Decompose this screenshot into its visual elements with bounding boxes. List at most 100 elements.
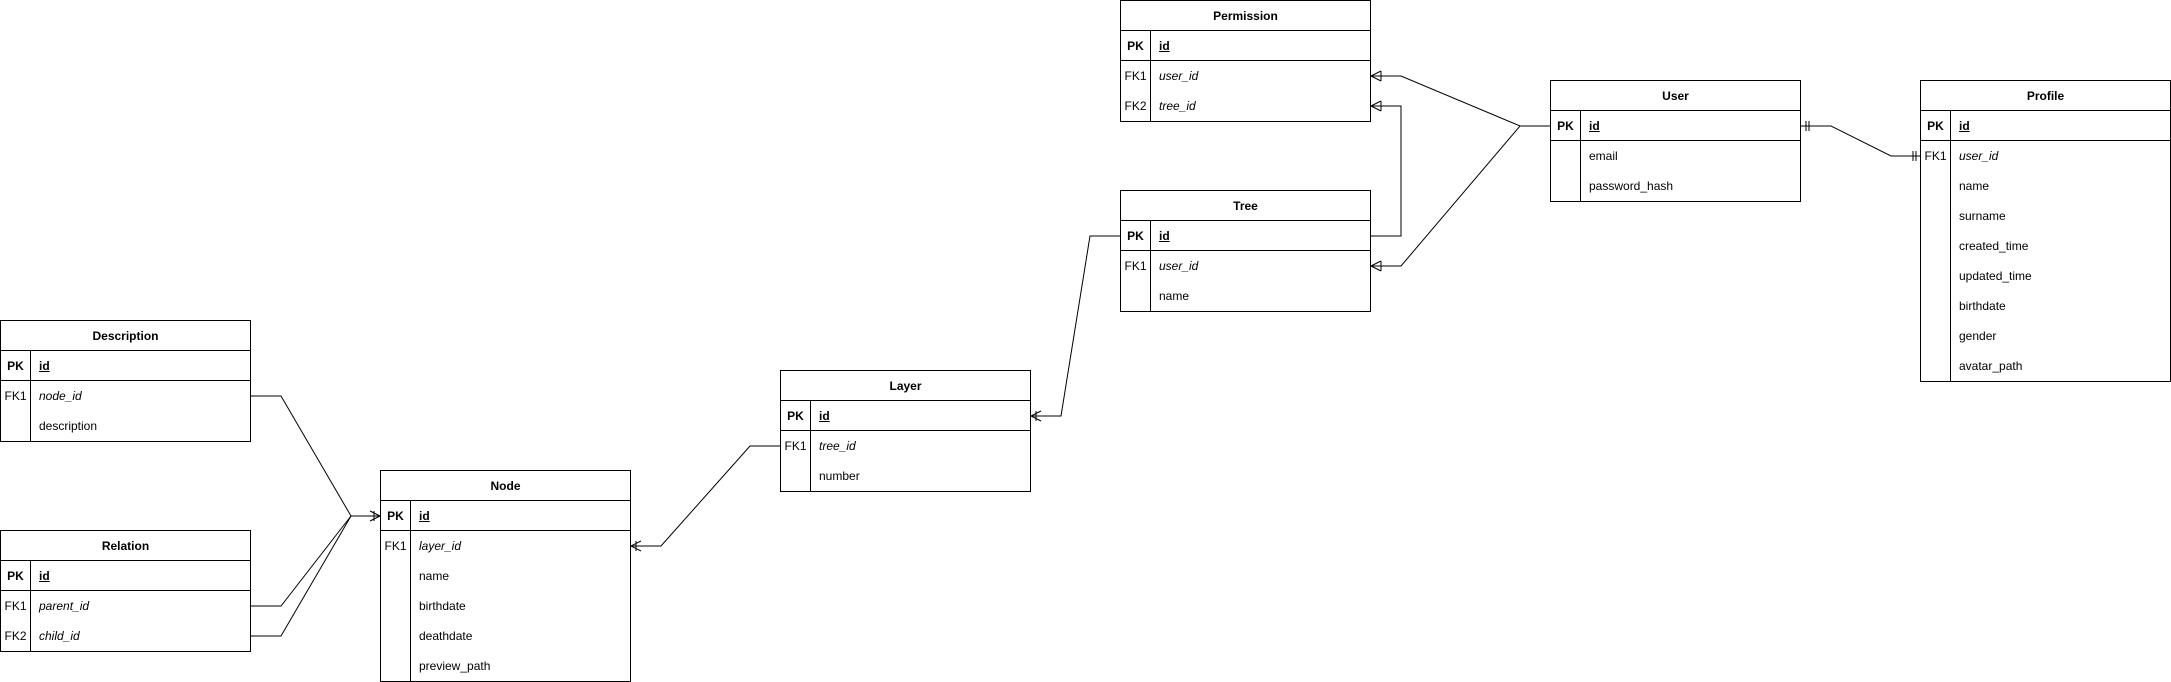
key-label: FK1 xyxy=(781,431,811,461)
key-label xyxy=(1921,201,1951,231)
key-label: FK1 xyxy=(381,531,411,561)
attribute-name: tree_id xyxy=(819,439,856,453)
entity-title: Permission xyxy=(1121,1,1370,31)
attribute-name: password_hash xyxy=(1589,179,1674,193)
attribute-row[interactable]: avatar_path xyxy=(1921,351,2170,381)
attribute-row[interactable]: name xyxy=(1921,171,2170,201)
connector-relation-parent-node[interactable] xyxy=(251,515,352,607)
entity-title: Layer xyxy=(781,371,1030,401)
attribute-row[interactable]: surname xyxy=(1921,201,2170,231)
attribute-row[interactable]: number xyxy=(781,461,1030,491)
attribute-name: id xyxy=(39,569,50,583)
attribute-row[interactable]: created_time xyxy=(1921,231,2170,261)
entity-node[interactable]: Node PK id FK1 layer_id name birthdate dea… xyxy=(380,470,631,682)
attribute-name: id xyxy=(419,509,430,523)
attribute-row[interactable]: FK1 layer_id xyxy=(381,531,630,561)
entity-layer[interactable]: Layer PK id FK1 tree_id number xyxy=(780,370,1031,492)
connector-tree-permission[interactable] xyxy=(1370,100,1402,237)
attribute-row[interactable]: password_hash xyxy=(1551,171,1800,201)
attribute-row[interactable]: FK1 user_id xyxy=(1921,141,2170,171)
key-label: FK1 xyxy=(1,591,31,621)
attribute-name: created_time xyxy=(1959,239,2029,253)
key-label: FK1 xyxy=(1,381,31,411)
attribute-name: avatar_path xyxy=(1959,359,2023,373)
attribute-name: description xyxy=(39,419,98,433)
attribute-name: layer_id xyxy=(419,539,462,553)
attribute-row[interactable]: PK id xyxy=(381,501,630,531)
attribute-name: deathdate xyxy=(419,629,473,643)
attribute-row[interactable]: PK id xyxy=(1921,111,2170,141)
entity-title: Relation xyxy=(1,531,250,561)
attribute-name: id xyxy=(819,409,830,423)
key-label: PK xyxy=(781,401,811,430)
key-label xyxy=(381,561,411,591)
key-label: PK xyxy=(381,501,411,530)
connector-user-permission[interactable] xyxy=(1370,70,1550,127)
attribute-name: id xyxy=(1159,39,1170,53)
key-label: PK xyxy=(1921,111,1951,140)
attribute-row[interactable]: PK id xyxy=(781,401,1030,431)
key-label: PK xyxy=(1,561,31,590)
key-label xyxy=(781,461,811,491)
attribute-name: updated_time xyxy=(1959,269,2032,283)
attribute-name: id xyxy=(39,359,50,373)
attribute-row[interactable]: name xyxy=(1121,281,1370,311)
connector-layer-node[interactable] xyxy=(630,445,780,552)
attribute-row[interactable]: FK1 tree_id xyxy=(781,431,1030,461)
key-label xyxy=(1921,231,1951,261)
connector-description-node[interactable] xyxy=(251,395,381,522)
entity-title: Node xyxy=(381,471,630,501)
attribute-name: id xyxy=(1959,119,1970,133)
attribute-row[interactable]: gender xyxy=(1921,321,2170,351)
attribute-row[interactable]: email xyxy=(1551,141,1800,171)
connector-relation-child-node[interactable] xyxy=(251,515,352,637)
attribute-row[interactable]: PK id xyxy=(1551,111,1800,141)
key-label xyxy=(381,651,411,681)
key-label xyxy=(1921,261,1951,291)
key-label: FK1 xyxy=(1921,141,1951,171)
attribute-name: tree_id xyxy=(1159,99,1196,113)
attribute-row[interactable]: birthdate xyxy=(381,591,630,621)
attribute-row[interactable]: deathdate xyxy=(381,621,630,651)
attribute-row[interactable]: description xyxy=(1,411,250,441)
attribute-row[interactable]: updated_time xyxy=(1921,261,2170,291)
attribute-name: birthdate xyxy=(419,599,466,613)
key-label xyxy=(1,411,31,441)
key-label xyxy=(1921,321,1951,351)
attribute-name: gender xyxy=(1959,329,1997,343)
attribute-row[interactable]: birthdate xyxy=(1921,291,2170,321)
attribute-row[interactable]: PK id xyxy=(1,561,250,591)
connector-user-tree[interactable] xyxy=(1370,125,1521,272)
attribute-row[interactable]: preview_path xyxy=(381,651,630,681)
key-label: FK1 xyxy=(1121,251,1151,281)
attribute-name: name xyxy=(1159,289,1190,303)
key-label: PK xyxy=(1121,221,1151,250)
key-label: PK xyxy=(1551,111,1581,140)
connector-user-profile[interactable] xyxy=(1801,121,1921,161)
attribute-name: name xyxy=(419,569,450,583)
attribute-name: id xyxy=(1589,119,1600,133)
connector-tree-layer[interactable] xyxy=(1030,235,1120,422)
key-label xyxy=(381,621,411,651)
key-label xyxy=(1921,171,1951,201)
attribute-name: name xyxy=(1959,179,1990,193)
attribute-name: user_id xyxy=(1959,149,1999,163)
attribute-row[interactable]: name xyxy=(381,561,630,591)
entity-title: Description xyxy=(1,321,250,351)
